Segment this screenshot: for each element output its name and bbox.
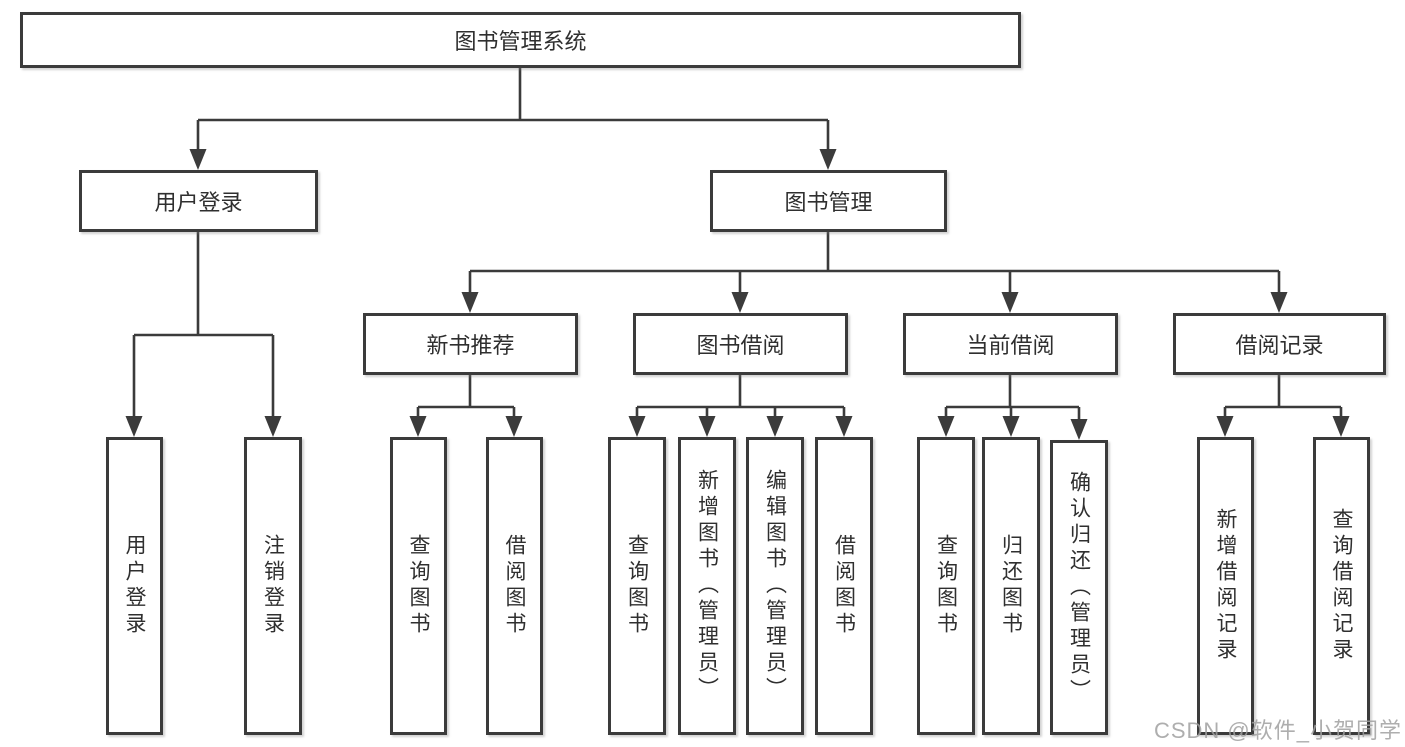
node-library-system: 图书管理系统: [20, 12, 1021, 68]
node-label: 查询借阅记录: [1330, 508, 1353, 664]
node-label: 当前借阅: [966, 333, 1055, 358]
leaf-query-books-recommend: 查询图书: [390, 437, 447, 735]
leaf-edit-books-admin: 编辑图书（管理员）: [746, 437, 804, 735]
node-label: 借阅记录: [1235, 333, 1324, 358]
leaf-logout: 注销登录: [244, 437, 302, 735]
connector-root-to-level2: [189, 68, 837, 170]
node-label: 编辑图书（管理员）: [763, 469, 787, 703]
node-borrow-records: 借阅记录: [1173, 313, 1386, 375]
node-current-borrowing: 当前借阅: [903, 313, 1118, 375]
node-new-book-recommendation: 新书推荐: [363, 313, 578, 375]
node-label: 查询图书: [407, 534, 430, 638]
leaf-query-books-current: 查询图书: [917, 437, 975, 735]
node-label: 查询图书: [934, 534, 958, 638]
node-book-management: 图书管理: [710, 170, 947, 232]
node-label: 图书管理: [784, 190, 873, 215]
connector-user-login-children: [125, 232, 282, 437]
connector-book-management-children: [461, 232, 1288, 313]
node-label: 用户登录: [123, 534, 146, 638]
leaf-confirm-return-admin: 确认归还（管理员）: [1050, 440, 1108, 735]
leaf-query-borrow-record: 查询借阅记录: [1313, 437, 1370, 735]
leaf-query-books-borrowing: 查询图书: [608, 437, 666, 735]
leaf-return-books: 归还图书: [982, 437, 1040, 735]
node-label: 查询图书: [625, 534, 649, 638]
node-label: 新增图书（管理员）: [695, 469, 719, 703]
node-label: 借阅图书: [832, 534, 856, 638]
node-label: 归还图书: [999, 534, 1023, 638]
connector-current-children: [937, 375, 1088, 440]
node-label: 新增借阅记录: [1214, 508, 1237, 664]
leaf-add-books-admin: 新增图书（管理员）: [678, 437, 736, 735]
node-label: 新书推荐: [426, 333, 515, 358]
node-label: 借阅图书: [503, 534, 526, 638]
node-label: 图书管理系统: [454, 29, 587, 54]
node-user-login: 用户登录: [79, 170, 318, 232]
connector-records-children: [1216, 375, 1350, 437]
connector-borrowing-children: [628, 375, 853, 437]
node-label: 用户登录: [154, 190, 243, 215]
csdn-watermark: CSDN @软件_小贺同学: [1153, 718, 1402, 743]
node-label: 确认归还（管理员）: [1067, 470, 1091, 705]
node-label: 图书借阅: [696, 333, 785, 358]
connector-new-book-children: [409, 375, 523, 437]
leaf-add-borrow-record: 新增借阅记录: [1197, 437, 1254, 735]
node-book-borrowing: 图书借阅: [633, 313, 848, 375]
leaf-borrow-books-recommend: 借阅图书: [486, 437, 543, 735]
leaf-borrow-books: 借阅图书: [815, 437, 873, 735]
leaf-user-login: 用户登录: [106, 437, 163, 735]
node-label: 注销登录: [261, 534, 285, 638]
